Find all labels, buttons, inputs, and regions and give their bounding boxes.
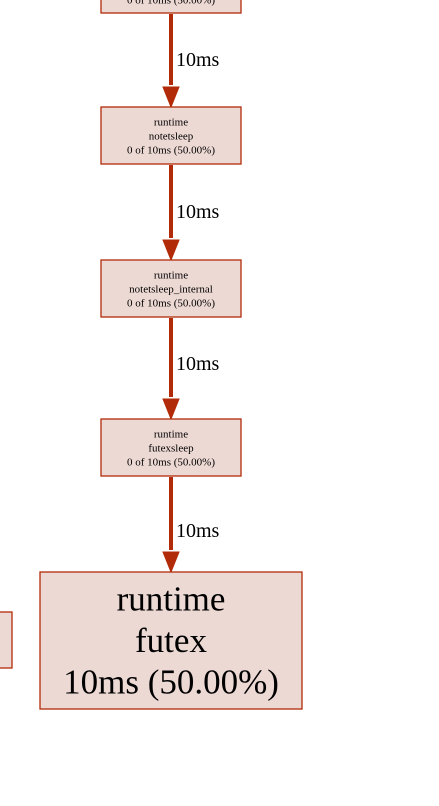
node-box — [100, 106, 242, 165]
edge-notetsleep-internal-to-futexsleep: 10ms — [162, 318, 220, 421]
edge-label: 10ms — [176, 520, 220, 542]
edge-notetsleep-to-notetsleep-internal: 10ms — [162, 165, 220, 262]
node-box — [100, 259, 242, 318]
edge-label: 10ms — [176, 353, 220, 375]
edge-arrowhead — [162, 551, 180, 574]
node-box — [39, 571, 303, 710]
node-label-line: notetsleep_internal — [129, 283, 213, 295]
edge-label: 10ms — [176, 49, 220, 71]
node-notetsleep: runtime notetsleep 0 of 10ms (50.00%) — [100, 106, 242, 165]
node-box — [100, 0, 242, 14]
node-label-line: 0 of 10ms (50.00%) — [127, 457, 215, 469]
nodes-layer: 0 of 10ms (50.00%) runtime notetsleep 0 of … — [0, 0, 303, 710]
node-label-line: futexsleep — [148, 442, 194, 454]
node-box — [100, 418, 242, 477]
node-label-line: runtime — [154, 428, 188, 440]
node-label-line: futex — [135, 621, 207, 660]
node-box — [0, 611, 13, 669]
node-notetsleep-internal: runtime notetsleep_internal 0 of 10ms (50.… — [100, 259, 242, 318]
node-futexsleep: runtime futexsleep 0 of 10ms (50.00%) — [100, 418, 242, 477]
node-label-line: runtime — [154, 116, 188, 128]
node-label-line: 0 of 10ms (50.00%) — [127, 0, 215, 6]
edge-arrowhead — [162, 239, 180, 262]
edge-label: 10ms — [176, 201, 220, 223]
node-label-line: runtime — [117, 580, 226, 619]
edge-top-partial-to-notetsleep: 10ms — [162, 14, 220, 109]
node-label-line: 0 of 10ms (50.00%) — [127, 298, 215, 310]
node-label-line: notetsleep — [149, 130, 194, 142]
edge-arrowhead — [162, 398, 180, 421]
node-label-line: 10ms (50.00%) — [63, 663, 279, 702]
node-label-line: runtime — [154, 269, 188, 281]
edge-arrowhead — [162, 86, 180, 109]
edge-futexsleep-to-futex: 10ms — [162, 477, 220, 574]
node-label-line: 0 of 10ms (50.00%) — [127, 145, 215, 157]
node-top-partial: 0 of 10ms (50.00%) — [100, 0, 242, 14]
edges-layer: 10ms 10ms 10ms 10ms — [162, 14, 220, 574]
node-left-partial — [0, 611, 13, 669]
